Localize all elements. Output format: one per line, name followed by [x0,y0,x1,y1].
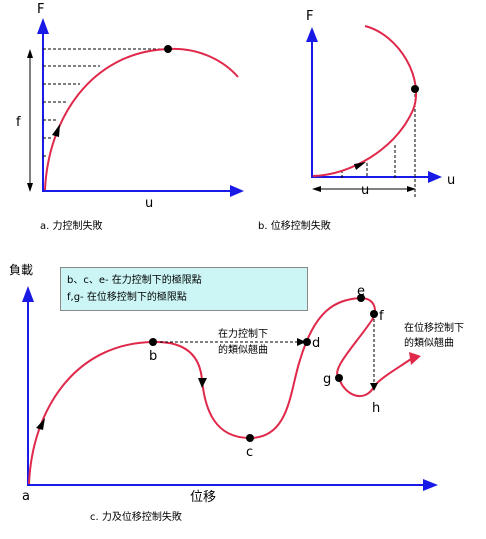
limit-point-legend: b、c、e- 在力控制下的極限點 f,g- 在位移控制下的極限點 [60,267,308,311]
b-disp-increments [341,89,416,198]
c-point-g [335,374,343,382]
b-y-axis-label: F [306,9,313,24]
c-point-f [370,310,378,318]
c-x-axis-label: 位移 [190,490,216,505]
a-f-label: f [16,115,21,130]
c-label-c: c [246,445,253,460]
a-caption: a. 力控制失敗 [40,219,103,232]
c-y-axis-label: 負載 [9,263,33,277]
b-y-axis-arrow [306,27,318,42]
a-x-axis-label: u [145,196,153,211]
c-disp-snap-arrow [370,383,378,391]
c-direction-arrow-fall [198,378,207,388]
diagram-a: F u f a. 力控制失敗 [16,2,244,232]
c-disp-note-2: 的類似翹曲 [404,336,454,349]
c-direction-arrow-rise [36,418,45,430]
c-caption: c. 力及位移控制失敗 [90,510,182,523]
c-label-g: g [323,372,331,387]
c-force-note-1: 在力控制下 [218,327,268,340]
a-y-axis-label: F [37,2,44,17]
a-limit-point [164,45,172,53]
b-u-label: u [361,183,369,198]
c-point-c [246,434,254,442]
c-y-axis-arrow [22,286,34,302]
b-limit-point [411,85,419,93]
c-label-h: h [372,401,380,416]
c-point-b [149,338,157,346]
a-force-increments [43,48,168,157]
c-x-axis-arrow [423,479,438,491]
c-label-f: f [379,309,384,324]
c-label-a: a [22,489,30,504]
a-x-axis-arrow [230,185,244,197]
c-point-e [357,294,365,302]
diagram-c: a b c d e f g h 在力控制下 的類似翹曲 在位移控制下 的類似翹曲… [9,263,464,523]
c-force-snap-arrow [297,338,306,346]
b-load-curve [312,25,418,177]
a-y-axis-arrow [37,18,49,34]
c-force-note-2: 的類似翹曲 [218,343,268,356]
c-point-d [303,338,311,346]
c-label-b: b [149,349,157,364]
c-label-d: d [312,336,320,351]
b-x-axis-label: u [447,173,455,188]
legend-line-2: f,g- 在位移控制下的極限點 [67,292,187,303]
c-label-e: e [357,284,365,299]
a-direction-arrow [52,124,60,137]
c-end-arrow [409,352,421,365]
b-caption: b. 位移控制失敗 [258,219,331,232]
b-direction-arrow [354,162,366,170]
a-load-curve [44,47,239,191]
c-load-curve [28,296,415,485]
diagram-b: F u u b. 位移控制失敗 [258,9,455,232]
b-x-axis-arrow [428,171,442,183]
legend-line-1: b、c、e- 在力控制下的極限點 [67,275,202,286]
c-disp-note-1: 在位移控制下 [404,321,464,334]
